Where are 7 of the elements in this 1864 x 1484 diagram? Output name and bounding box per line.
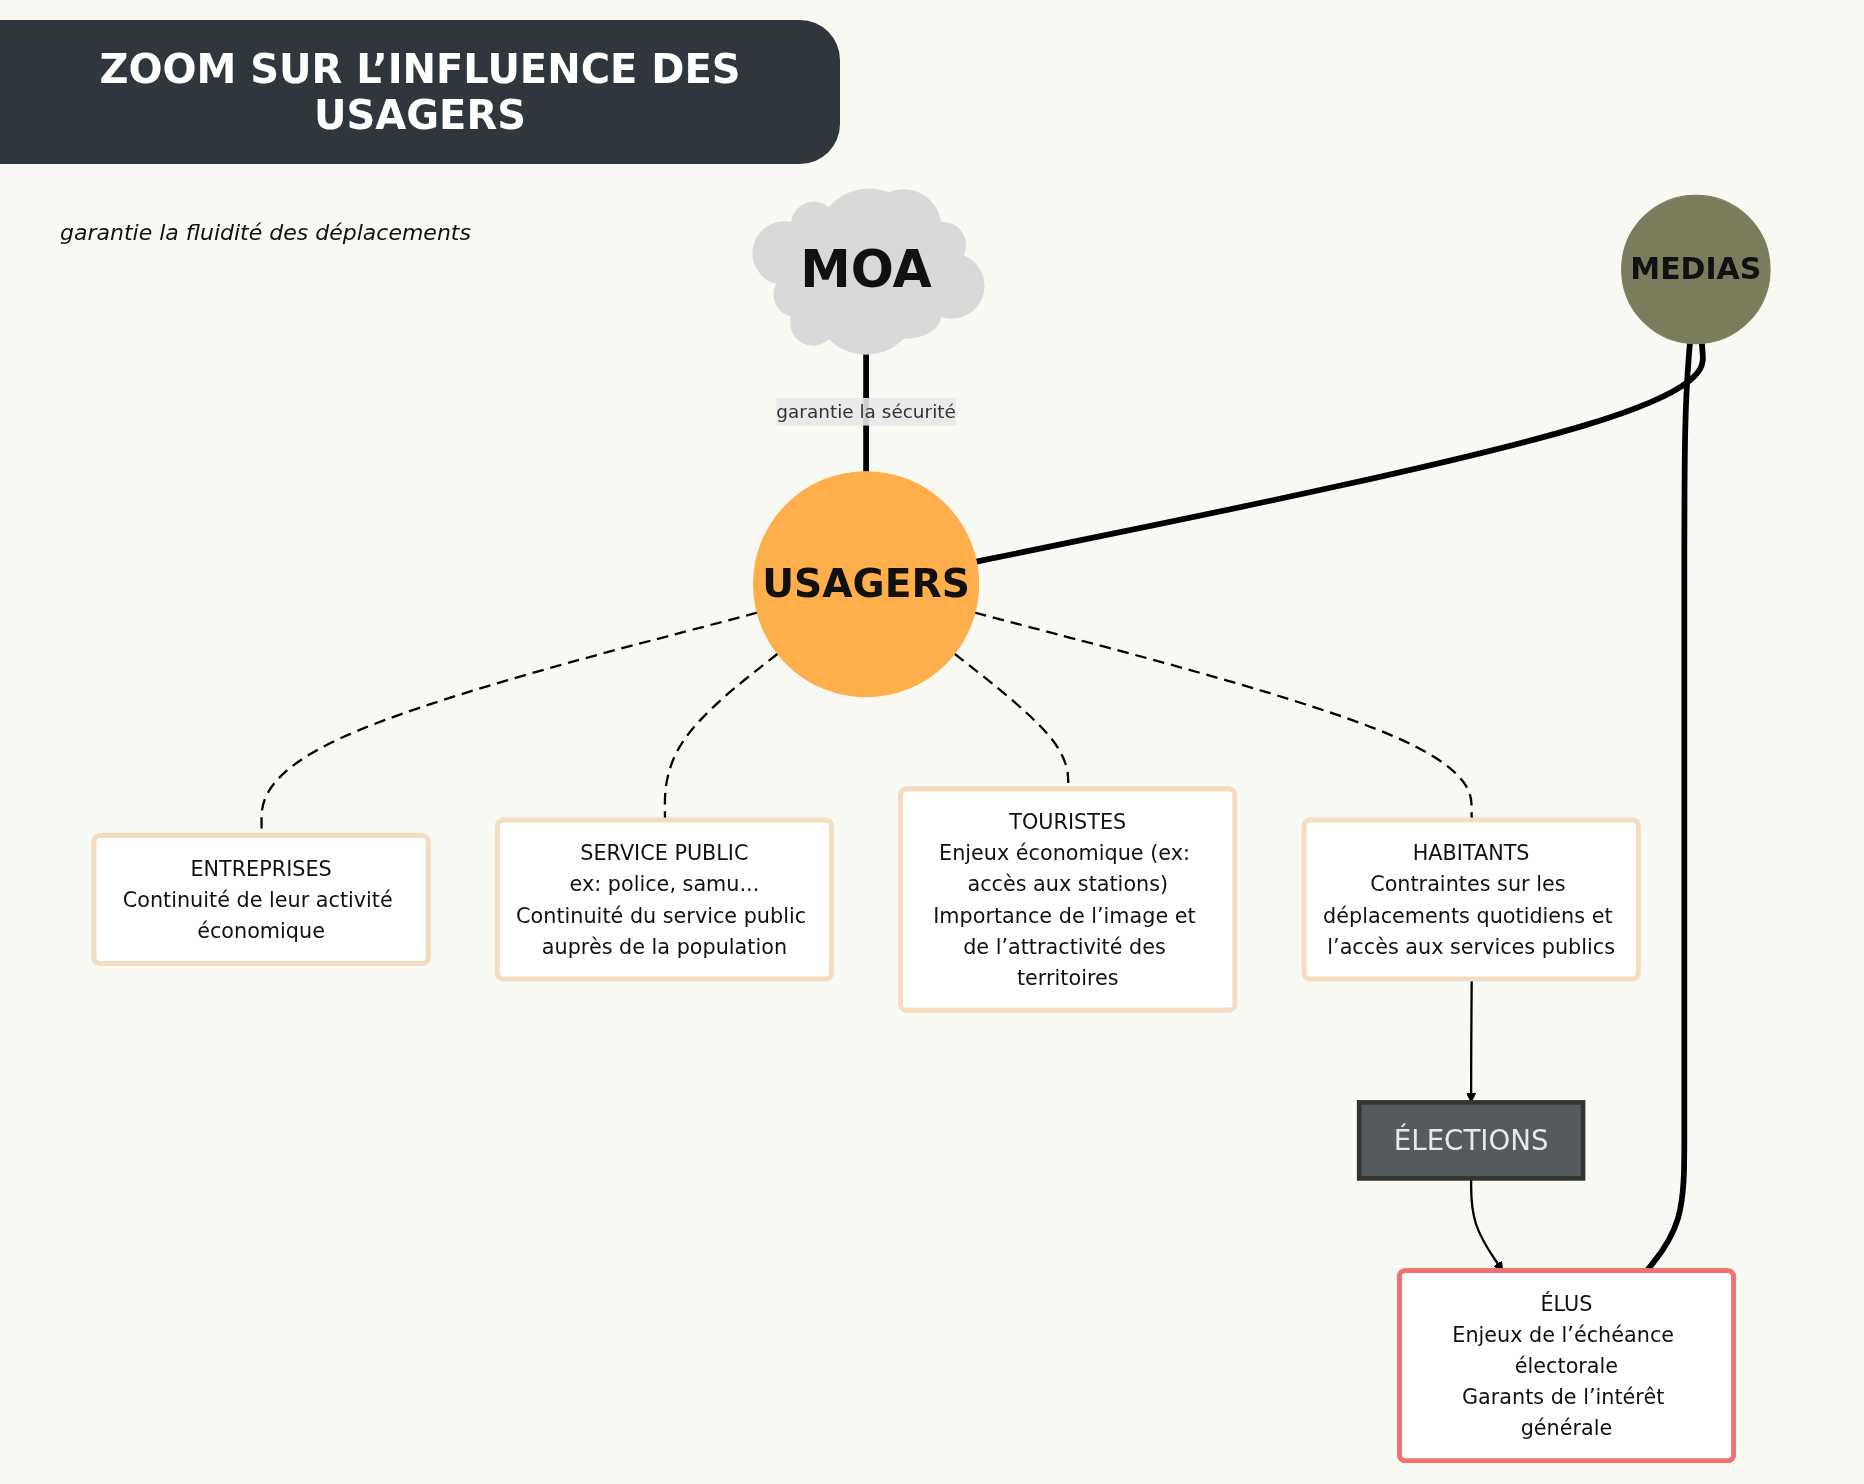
node-circle: MEDIAS: [1621, 194, 1771, 345]
note-text: garantie la fluidité des déplacements: [60, 220, 472, 245]
connector: [975, 343, 1706, 565]
title-banner: ZOOM SUR L’INFLUENCE DES USAGERS: [0, 20, 840, 164]
edge-label: garantie la sécurité: [776, 400, 956, 423]
node-box: ÉLECTIONS: [1356, 1100, 1586, 1181]
node-circle: USAGERS: [753, 471, 980, 698]
